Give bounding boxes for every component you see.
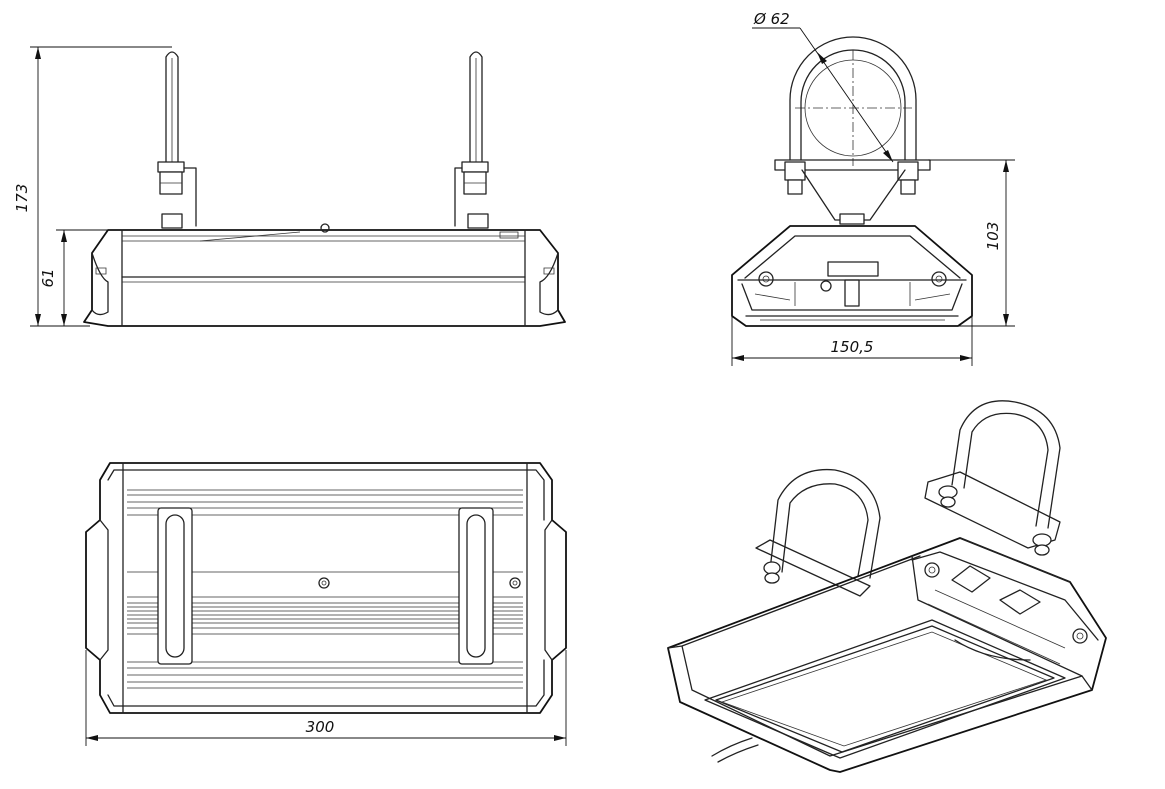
iso-bolt-front [755, 468, 881, 597]
end-view-dim-103: 103 [928, 159, 1015, 327]
dim-103-label: 103 [984, 222, 1002, 251]
dim-62-label: Ø 62 [753, 10, 790, 28]
dim-150-5-label: 150,5 [831, 338, 874, 356]
iso-bolt-back [924, 400, 1061, 556]
side-view-bolt-right [454, 51, 489, 229]
side-view: 173 61 [13, 46, 566, 327]
dim-300-label: 300 [306, 718, 335, 736]
plan-view-bracket-left [157, 507, 193, 665]
side-view-dim-61: 61 [39, 229, 108, 326]
end-view-clamp [774, 159, 931, 225]
side-view-dim-173: 173 [13, 46, 172, 327]
end-view: Ø 62 103 150,5 [731, 10, 1015, 366]
plan-view: 300 [85, 462, 567, 746]
dim-173-label: 173 [13, 184, 31, 213]
dim-61-label: 61 [39, 268, 57, 287]
side-view-bolt-left [157, 51, 197, 229]
end-view-dim-62: Ø 62 [752, 10, 894, 163]
end-view-pipe [789, 36, 917, 166]
plan-view-dim-300: 300 [85, 650, 567, 746]
iso-cable [711, 737, 753, 757]
plan-view-housing [85, 462, 567, 714]
plan-view-bracket-right [458, 507, 494, 665]
end-view-housing [731, 225, 973, 327]
end-view-dim-150-5: 150,5 [731, 316, 973, 366]
iso-housing [667, 537, 1107, 773]
isometric-view [667, 400, 1107, 773]
side-view-housing [83, 223, 566, 327]
